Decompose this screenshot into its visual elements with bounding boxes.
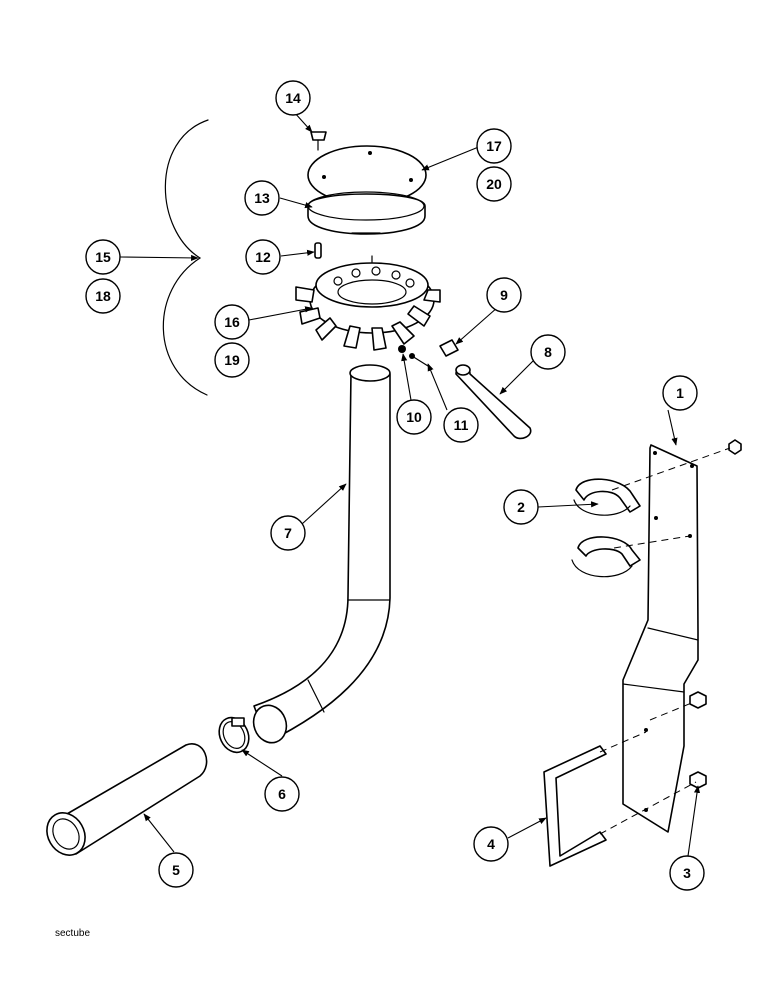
callout-6: 6 [264,776,300,812]
part-4-u-bolt [543,745,607,867]
part-12-pin [314,242,322,259]
part-8-tube [455,364,532,440]
svg-text:14: 14 [285,90,301,106]
callout-12: 12 [245,239,281,275]
svg-text:10: 10 [406,409,422,425]
callout-13: 13 [244,180,280,216]
svg-text:7: 7 [284,525,292,541]
svg-text:2: 2 [517,499,525,515]
part-15-brace [162,119,209,396]
svg-text:3: 3 [683,865,691,881]
callout-10: 10 [396,399,432,435]
svg-text:4: 4 [487,836,495,852]
svg-text:15: 15 [95,249,111,265]
svg-text:16: 16 [224,314,240,330]
part-11-screw [409,353,429,367]
part-5-hose [46,743,208,856]
part-16-distributor-head [295,255,441,351]
part-9-wing-bolt [439,339,459,357]
part-13-ring [307,191,426,235]
callout-11: 11 [443,407,479,443]
part-7-main-tube [252,364,391,744]
part-2-u-bolt-clamps [571,478,641,578]
callout-17: 17 [476,128,512,164]
callout-5: 5 [158,852,194,888]
svg-text:1: 1 [676,385,684,401]
svg-text:17: 17 [486,138,502,154]
svg-text:20: 20 [486,176,502,192]
callout-20: 20 [476,166,512,202]
svg-text:9: 9 [500,287,508,303]
svg-text:18: 18 [95,288,111,304]
callout-18: 18 [85,278,121,314]
callout-9: 9 [486,277,522,313]
svg-text:13: 13 [254,190,270,206]
callout-3: 3 [669,855,705,891]
svg-text:12: 12 [255,249,271,265]
svg-text:11: 11 [454,417,469,433]
svg-text:5: 5 [172,862,180,878]
part-14-wing-bolt [310,131,327,151]
callout-4: 4 [473,826,509,862]
assembly-lines [599,447,731,835]
leader-lines [119,111,701,857]
svg-text:19: 19 [224,352,240,368]
callouts: 14 17 20 13 12 15 18 16 19 9 8 10 11 1 2… [85,80,705,891]
part-6-hose-clamp [218,716,250,754]
svg-text:6: 6 [278,786,286,802]
callout-1: 1 [662,375,698,411]
callout-14: 14 [275,80,311,116]
callout-7: 7 [270,515,306,551]
callout-19: 19 [214,342,250,378]
callout-8: 8 [530,334,566,370]
svg-text:8: 8 [544,344,552,360]
callout-16: 16 [214,304,250,340]
callout-15: 15 [85,239,121,275]
callout-2: 2 [503,489,539,525]
part-3-hex-nuts [689,439,742,789]
drawing-caption: sectube [55,928,91,939]
part-10-nut [398,345,406,353]
